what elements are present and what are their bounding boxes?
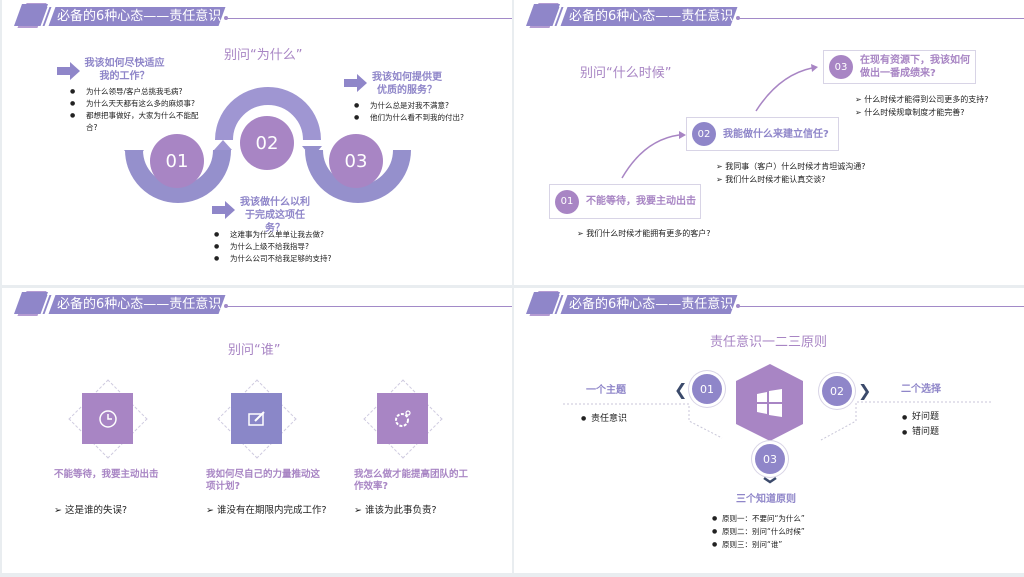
bottom-list: 原则一：不要问“为什么”原则二：别问“什么时候”原则三：别问“谁” bbox=[712, 512, 805, 551]
arrow-icon bbox=[344, 74, 367, 92]
right-title: 二个选择 bbox=[901, 384, 941, 395]
question-3-list: 为什么总是对我不满意?他们为什么看不到我的付出? bbox=[354, 100, 504, 124]
step-number: 03 bbox=[829, 55, 853, 79]
list-item: 原则二：别问“什么时候” bbox=[712, 525, 805, 538]
card-question: ➢ 谁没有在期限内完成工作? bbox=[206, 505, 327, 516]
step-text: 我能做什么来建立信任? bbox=[723, 128, 829, 140]
list-item: 什么时候规章制度才能完善? bbox=[855, 106, 989, 119]
step-03-list: 什么时候才能得到公司更多的支持?什么时候规章制度才能完善? bbox=[855, 93, 989, 119]
slide-subtitle: 别问“什么时候” bbox=[580, 66, 672, 81]
number-badge-02: 02 bbox=[822, 376, 852, 406]
question-3: 我该如何提供更优质的服务？ bbox=[372, 72, 442, 96]
left-list: 责任意识 bbox=[581, 413, 627, 425]
list-item: 责任意识 bbox=[581, 413, 627, 425]
slide-header: 必备的6种心态——责任意识 bbox=[2, 288, 512, 318]
windows-icon bbox=[757, 389, 782, 417]
header-title: 必备的6种心态——责任意识 bbox=[569, 297, 734, 312]
question-1: 我该如何尽快适应我的工作？ bbox=[84, 58, 165, 82]
slide-who[interactable]: 必备的6种心态——责任意识 别问“谁” 不能等待，我要主动出击 ➢ 这是谁的失误… bbox=[2, 288, 512, 573]
number-badge-03: 03 bbox=[755, 444, 785, 474]
step-circle-02: 02 bbox=[240, 116, 294, 170]
chevron-right-icon: ❯ bbox=[858, 381, 871, 400]
bottom-title: 三个知道原则 bbox=[736, 494, 796, 505]
edit-icon bbox=[231, 393, 282, 444]
step-01-list: 我们什么时候才能拥有更多的客户? bbox=[577, 227, 710, 240]
card-question-text: 谁该为此事负责? bbox=[364, 505, 437, 516]
slide-header: 必备的6种心态——责任意识 bbox=[514, 288, 1024, 318]
left-title: 一个主题 bbox=[586, 385, 626, 396]
arc-flow-graphic bbox=[57, 62, 411, 219]
list-item: 为什么天天都有这么多的麻烦事? bbox=[70, 98, 205, 110]
card-question: ➢ 谁该为此事负责? bbox=[354, 505, 437, 516]
slide-when[interactable]: 必备的6种心态——责任意识 别问“什么时候” 01 不能等待，我要主动出击 我们什… bbox=[514, 0, 1024, 285]
step-number: 01 bbox=[555, 189, 579, 214]
list-item: 我同事（客户）什么时候才肯坦诚沟通? bbox=[716, 160, 865, 173]
step-number: 02 bbox=[692, 122, 716, 146]
step-box-03: 03 在现有资源下，我该如何做出一番成绩来? bbox=[823, 50, 976, 84]
card-title: 不能等待，我要主动出击 bbox=[54, 469, 159, 480]
list-item: 这难事为什么单单让我去做? bbox=[214, 229, 364, 241]
slide-header: 必备的6种心态——责任意识 bbox=[514, 0, 1024, 30]
slide-header: 必备的6种心态——责任意识 bbox=[2, 0, 512, 30]
card-title: 我如何尽自己的力量推动这项计划? bbox=[206, 469, 321, 492]
card-title: 我怎么做才能提高团队的工作效率? bbox=[354, 469, 469, 492]
list-item: 为什么领导/客户总挑我毛病? bbox=[70, 86, 205, 98]
step-02-list: 我同事（客户）什么时候才肯坦诚沟通?我们什么时候才能认真交谈? bbox=[716, 160, 866, 186]
list-item: 为什么公司不给我足够的支持? bbox=[214, 253, 364, 265]
list-item: 为什么上级不给我指导? bbox=[214, 241, 364, 253]
step-circle-01: 01 bbox=[150, 134, 204, 188]
curved-arrows bbox=[621, 64, 818, 179]
list-item: 我们什么时候才能认真交谈? bbox=[716, 173, 866, 186]
list-item: 好问题 bbox=[902, 410, 939, 425]
principles-graphic: ❮ ❯ bbox=[563, 364, 991, 484]
arrow-icon bbox=[57, 62, 80, 80]
clock-icon bbox=[82, 393, 133, 444]
chevron-down-icon bbox=[763, 476, 777, 484]
card-question: ➢ 这是谁的失误? bbox=[54, 505, 128, 516]
step-box-02: 02 我能做什么来建立信任? bbox=[686, 117, 839, 151]
right-list: 好问题错问题 bbox=[902, 410, 939, 440]
step-box-01: 01 不能等待，我要主动出击 bbox=[549, 184, 701, 219]
list-item: 我们什么时候才能拥有更多的客户? bbox=[577, 227, 710, 240]
card-question-text: 这是谁的失误? bbox=[64, 505, 128, 516]
step-circle-03: 03 bbox=[329, 134, 383, 188]
arrow-icon bbox=[212, 201, 235, 219]
list-item: 什么时候才能得到公司更多的支持? bbox=[855, 93, 988, 106]
list-item: 错问题 bbox=[902, 425, 939, 440]
question-2-list: 这难事为什么单单让我去做?为什么上级不给我指导?为什么公司不给我足够的支持? bbox=[214, 229, 364, 265]
slide-why[interactable]: 必备的6种心态——责任意识 别问“为什么” 01 02 03 我该如何尽快适应我… bbox=[2, 0, 512, 285]
list-item: 都想把事做好，大家为什么不能配合? bbox=[70, 110, 205, 134]
gear-icon bbox=[377, 393, 428, 444]
step-text: 在现有资源下，我该如何做出一番成绩来? bbox=[860, 55, 970, 79]
hexagon bbox=[736, 364, 803, 441]
list-item: 为什么总是对我不满意? bbox=[354, 100, 504, 112]
header-title: 必备的6种心态——责任意识 bbox=[569, 9, 734, 24]
step-text: 不能等待，我要主动出击 bbox=[586, 196, 696, 207]
slide-subtitle: 责任意识一二三原则 bbox=[710, 335, 828, 350]
list-item: 原则三：别问“谁” bbox=[712, 538, 805, 551]
card-question-text: 谁没有在期限内完成工作? bbox=[216, 505, 327, 516]
list-item: 原则一：不要问“为什么” bbox=[712, 512, 805, 525]
list-item: 他们为什么看不到我的付出? bbox=[354, 112, 504, 124]
slide-subtitle: 别问“为什么” bbox=[224, 48, 303, 63]
slide-subtitle: 别问“谁” bbox=[228, 343, 281, 358]
number-badge-01: 01 bbox=[692, 374, 722, 404]
slide-principles[interactable]: 必备的6种心态——责任意识 责任意识一二三原则 ❮ ❯ 01 02 03 一个主… bbox=[514, 288, 1024, 573]
header-title: 必备的6种心态——责任意识 bbox=[57, 297, 222, 312]
chevron-left-icon: ❮ bbox=[674, 380, 687, 399]
question-1-list: 为什么领导/客户总挑我毛病?为什么天天都有这么多的麻烦事?都想把事做好，大家为什… bbox=[70, 86, 205, 134]
header-title: 必备的6种心态——责任意识 bbox=[57, 9, 222, 24]
